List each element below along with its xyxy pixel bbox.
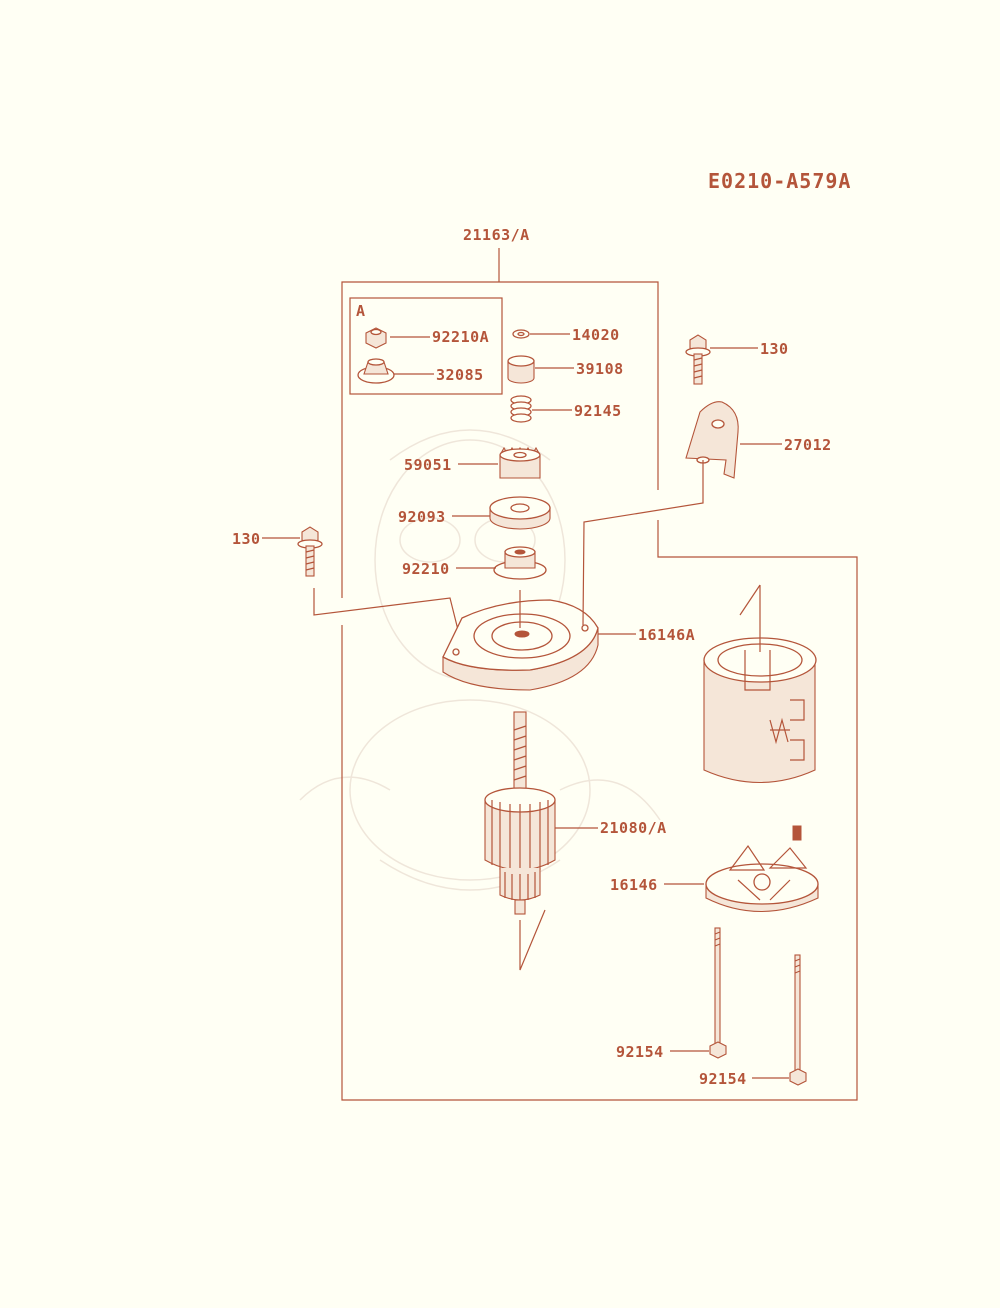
part-label-130-left: 130 [232,530,261,548]
part-label-92154-a: 92154 [616,1043,664,1061]
part-label-16146a: 16146A [638,626,695,644]
through-bolt-icon [709,927,727,1059]
part-label-92093: 92093 [398,508,446,526]
washer-icon [489,496,551,530]
part-label-27012: 27012 [784,436,832,454]
part-label-16146: 16146 [610,876,658,894]
kit-box: A 92210A 32085 [349,297,503,395]
assembly-outline: 21163/A [341,226,858,1101]
part-label-59051: 59051 [404,456,452,474]
kit-label: A [356,302,366,320]
cap-icon [357,358,395,384]
part-label-32085: 32085 [436,366,484,384]
nut-icon [365,327,387,349]
bolt-icon [297,526,323,577]
part-label-130-right: 130 [760,340,789,358]
part-label-21080a: 21080/A [600,819,667,837]
assembly-label: 21163/A [463,226,530,244]
part-label-92145: 92145 [574,402,622,420]
yoke-housing-icon [703,637,817,783]
bolt-icon [685,334,711,385]
collar-icon [507,355,535,384]
through-bolt-icon [789,954,807,1086]
part-label-92210a: 92210A [432,328,489,346]
part-label-92210: 92210 [402,560,450,578]
part-label-92154-b: 92154 [699,1070,747,1088]
part-label-39108: 39108 [576,360,624,378]
part-label-14020: 14020 [572,326,620,344]
end-cover-icon [442,599,599,691]
pinion-gear-icon [499,446,541,479]
diagram-code: E0210-A579A [708,169,851,193]
washer-icon [512,329,530,339]
brush-holder-icon [705,825,819,912]
armature-icon [484,711,556,915]
bracket-icon [685,401,739,479]
spring-icon [510,395,532,423]
nut-icon [493,546,547,580]
